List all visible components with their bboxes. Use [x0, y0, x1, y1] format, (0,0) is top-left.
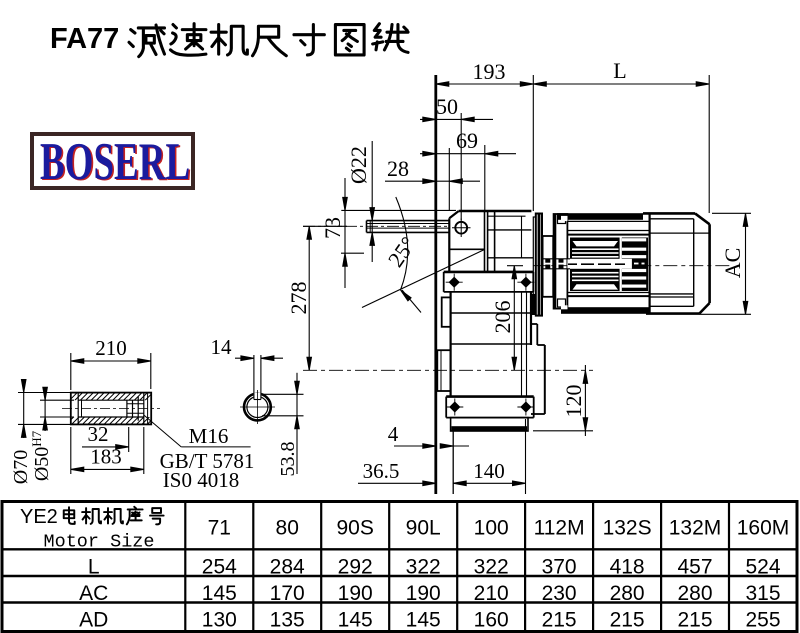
- svg-text:418: 418: [610, 556, 645, 579]
- svg-text:284: 284: [270, 556, 305, 579]
- svg-text:254: 254: [202, 556, 237, 579]
- svg-text:524: 524: [745, 556, 780, 579]
- svg-text:135: 135: [270, 609, 305, 632]
- svg-text:370: 370: [542, 556, 577, 579]
- svg-text:140: 140: [473, 459, 505, 483]
- svg-text:322: 322: [474, 556, 509, 579]
- svg-text:90S: 90S: [337, 517, 374, 540]
- svg-text:215: 215: [542, 609, 577, 632]
- svg-text:230: 230: [542, 582, 577, 605]
- svg-text:53.8: 53.8: [277, 442, 299, 477]
- svg-text:215: 215: [677, 609, 712, 632]
- svg-text:315: 315: [745, 582, 780, 605]
- svg-text:100: 100: [474, 517, 509, 540]
- svg-text:145: 145: [202, 582, 237, 605]
- svg-text:145: 145: [406, 609, 441, 632]
- svg-text:14: 14: [211, 335, 233, 359]
- svg-text:69: 69: [456, 128, 478, 153]
- svg-text:YE2: YE2: [20, 506, 58, 528]
- svg-text:L: L: [613, 58, 626, 83]
- svg-text:210: 210: [95, 336, 127, 360]
- svg-text:255: 255: [745, 609, 780, 632]
- svg-text:132M: 132M: [669, 517, 722, 540]
- svg-text:193: 193: [473, 59, 506, 84]
- svg-text:170: 170: [270, 582, 305, 605]
- svg-text:IS0 4018: IS0 4018: [163, 468, 239, 492]
- svg-text:AD: AD: [79, 609, 108, 632]
- svg-text:280: 280: [677, 582, 712, 605]
- svg-text:278: 278: [286, 282, 311, 315]
- svg-text:Motor Size: Motor Size: [43, 532, 154, 553]
- svg-text:145: 145: [338, 609, 373, 632]
- svg-text:292: 292: [338, 556, 373, 579]
- svg-text:Ø70: Ø70: [10, 450, 32, 484]
- svg-text:90L: 90L: [406, 517, 441, 540]
- svg-text:280: 280: [610, 582, 645, 605]
- svg-text:AC: AC: [720, 248, 745, 279]
- svg-text:L: L: [88, 556, 100, 579]
- svg-text:322: 322: [406, 556, 441, 579]
- svg-text:4: 4: [388, 422, 399, 446]
- svg-text:AC: AC: [79, 582, 108, 605]
- svg-text:Ø50H7: Ø50H7: [29, 430, 53, 481]
- svg-text:50: 50: [436, 94, 458, 119]
- svg-text:80: 80: [276, 517, 299, 540]
- svg-text:210: 210: [474, 582, 509, 605]
- svg-text:28: 28: [387, 156, 409, 181]
- svg-text:32: 32: [88, 422, 109, 446]
- svg-text:112M: 112M: [534, 517, 585, 540]
- svg-text:190: 190: [338, 582, 373, 605]
- svg-text:M16: M16: [189, 424, 229, 448]
- svg-text:190: 190: [406, 582, 441, 605]
- svg-text:120: 120: [561, 385, 586, 418]
- svg-text:130: 130: [202, 609, 237, 632]
- svg-text:457: 457: [677, 556, 712, 579]
- svg-text:36.5: 36.5: [363, 459, 400, 483]
- svg-text:71: 71: [208, 517, 231, 540]
- svg-text:206: 206: [490, 301, 515, 334]
- svg-text:160M: 160M: [737, 517, 790, 540]
- svg-text:215: 215: [610, 609, 645, 632]
- svg-text:73: 73: [320, 217, 345, 239]
- svg-text:160: 160: [474, 609, 509, 632]
- svg-text:GB/T 5781: GB/T 5781: [160, 449, 255, 473]
- svg-text:Ø22: Ø22: [346, 146, 371, 184]
- svg-text:132S: 132S: [603, 517, 652, 540]
- svg-text:25°: 25°: [383, 232, 421, 272]
- svg-text:183: 183: [90, 445, 122, 469]
